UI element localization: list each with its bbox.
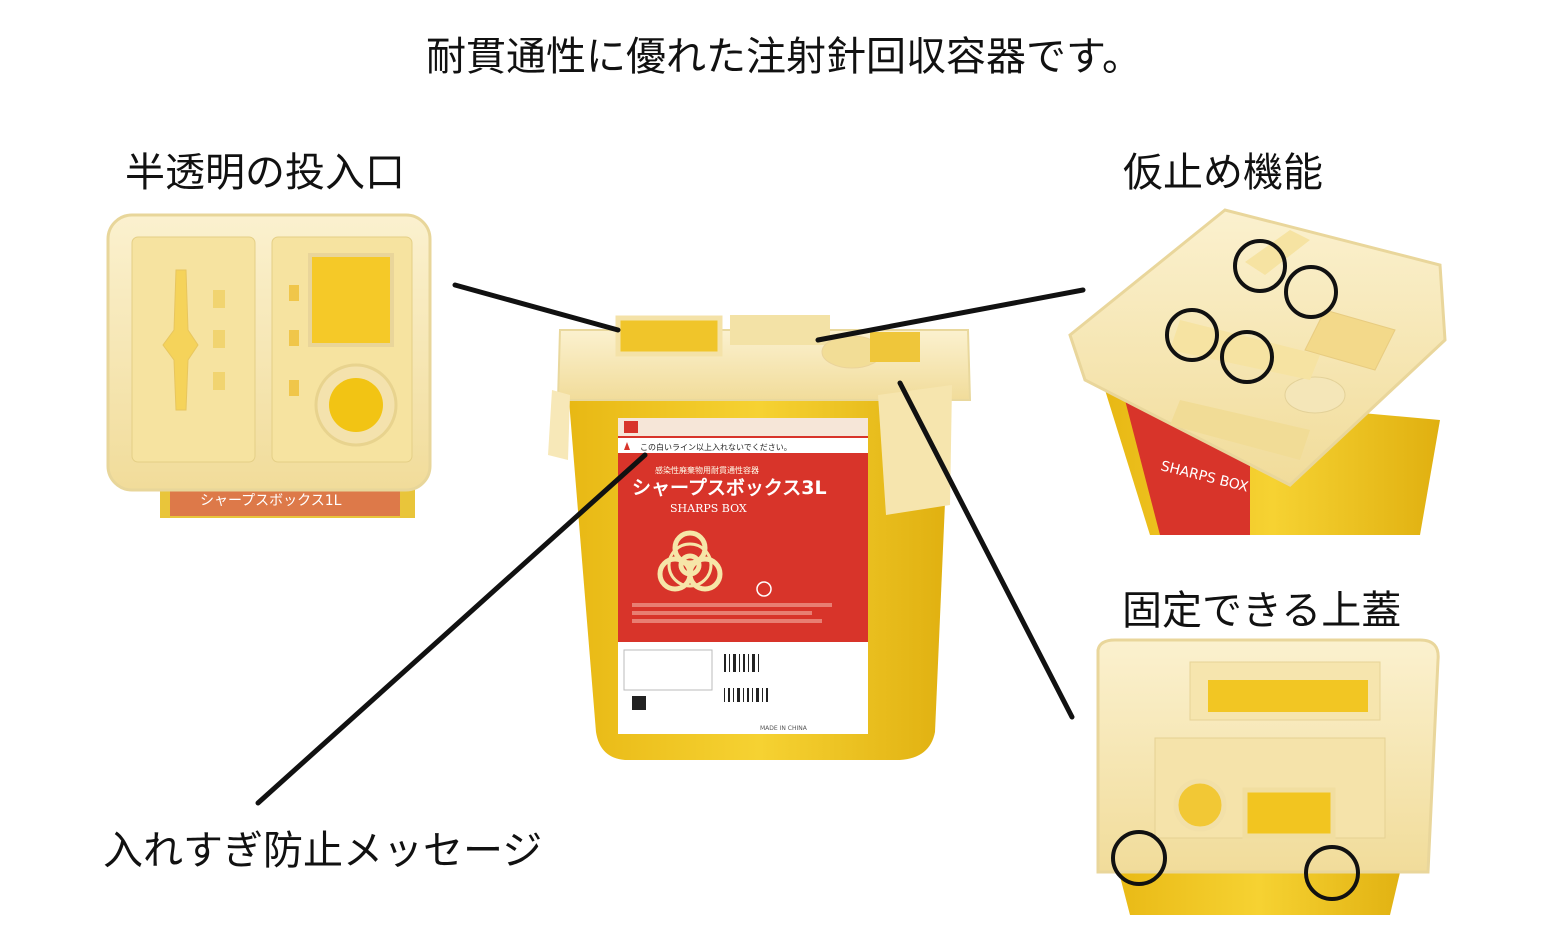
- barcode-icon: [724, 654, 768, 702]
- warning-icon: [624, 442, 630, 450]
- callout-line-fixable-lid: [897, 380, 1075, 720]
- label-warning-line: この白いライン以上入れないでください。: [640, 442, 792, 452]
- recycle-icon: [756, 581, 772, 597]
- callout-line-overfill-warning: [255, 452, 648, 806]
- callout-label-fixable-lid: 固定できる上蓋: [1122, 588, 1402, 634]
- thumbnail-temporary-lock-view: SHARPS BOX: [1068, 208, 1447, 535]
- lock-point-circle-2: [1284, 265, 1338, 319]
- label-subtitle: 感染性廃棄物用耐貫通性容器: [655, 465, 759, 475]
- thumbnail-lid-top-view: シャープスボックス1L: [106, 213, 432, 518]
- lock-point-circle-1: [1233, 239, 1287, 293]
- lock-point-circle-4: [1220, 330, 1274, 384]
- thumb-product-name: シャープスボックス1L: [200, 493, 342, 509]
- callout-line-temporary-lock: [815, 287, 1086, 343]
- callout-label-temporary-lock: 仮止め機能: [1123, 150, 1323, 196]
- thumbnail-fixed-lid-view: [1096, 638, 1440, 915]
- callout-label-overfill-warning: 入れすぎ防止メッセージ: [103, 828, 543, 874]
- main-container-3l: この白いライン以上入れないでください。 感染性廃棄物用耐貫通性容器 シャープスボ…: [548, 315, 972, 760]
- label-product-name-en: SHARPS BOX: [670, 502, 747, 515]
- fix-point-circle-right: [1304, 845, 1360, 901]
- callout-label-translucent-opening: 半透明の投入口: [125, 150, 405, 196]
- label-made-in: MADE IN CHINA: [760, 725, 808, 732]
- page-title: 耐貫通性に優れた注射針回収容器です。: [426, 34, 1142, 80]
- lock-point-circle-3: [1165, 308, 1219, 362]
- fix-point-circle-left: [1111, 830, 1167, 886]
- biohazard-icon: [657, 530, 723, 592]
- label-product-name: シャープスボックス3L: [632, 476, 827, 499]
- callout-line-translucent-opening: [452, 282, 621, 333]
